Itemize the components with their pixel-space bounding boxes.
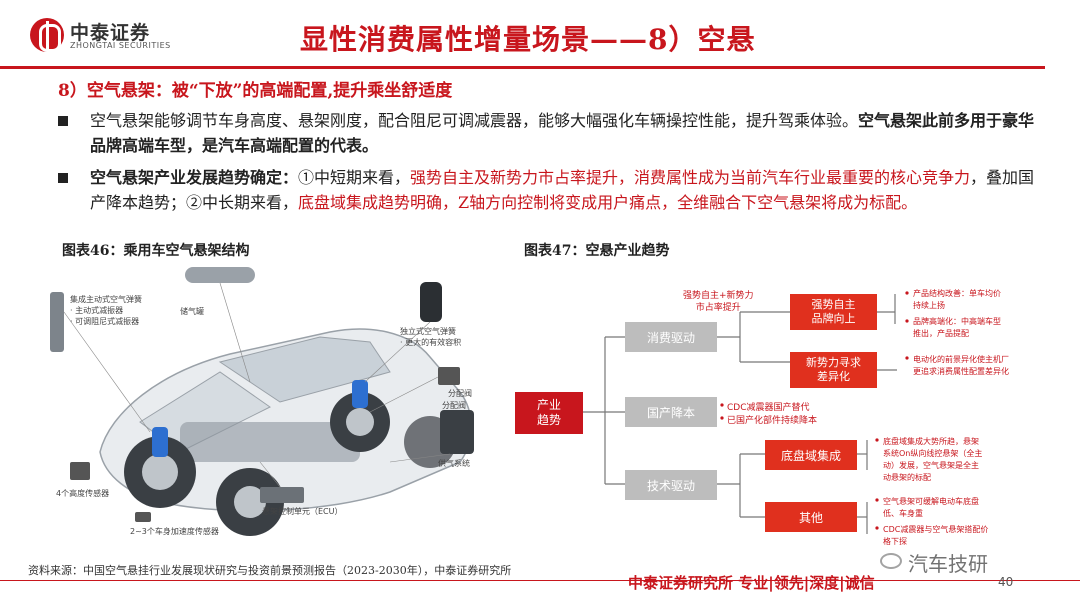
figure-46-caption: 图表46：乘用车空气悬架结构 xyxy=(62,243,250,259)
watermark-text: 汽车技研 xyxy=(908,552,988,576)
note-r3-c: 动）发展，空气悬架是全主 xyxy=(883,461,979,470)
car-label: 储气罐 xyxy=(180,307,204,316)
note-r3-b: 系统On纵向线控悬架（全主 xyxy=(883,449,983,458)
car-label: 独立式空气弹簧 xyxy=(400,327,456,336)
title-divider xyxy=(0,66,1045,69)
car-illustration-svg xyxy=(50,267,474,536)
page-title: 显性消费属性增量场景——8）空悬 xyxy=(300,23,756,56)
car-label: 2~3个车身加速度传感器 xyxy=(130,527,219,536)
logo-subtext: ZHONGTAI SECURITIES xyxy=(70,41,171,50)
note-r1-b: 持续上扬 xyxy=(913,301,945,310)
note-r4-d: 格下探 xyxy=(883,537,907,546)
bullet-2-red-b: 底盘域集成趋势明确，Z轴方向控制将变成用户痛点，全维融合下空气悬架将成为标配。 xyxy=(298,193,918,212)
bullet-1-bold: 空气悬架此前多用于豪华品牌高端车型，是汽车高端配置的代表。 xyxy=(90,111,1035,155)
note-mid2-b: 已国产化部件持续降本 xyxy=(727,416,818,426)
car-suspension-illustration: 集成主动式空气弹簧 · 主动式减振器 · 可调阻尼式减振器 储气罐 独立式空气弹… xyxy=(30,262,510,557)
section-headline: 8）空气悬架：被“下放”的高端配置,提升乘坐舒适度 xyxy=(58,81,453,101)
car-label: · 可调阻尼式减振器 xyxy=(70,317,140,326)
box-right4 xyxy=(765,502,857,532)
footer-divider xyxy=(0,580,1080,581)
right3-label: 底盘域集成 xyxy=(780,448,841,463)
bullet-2-text-b: ，叠加国产降本趋势；②中长期来看， xyxy=(90,168,1035,212)
note-r1-c: 品牌高端化：中高端车型 xyxy=(913,317,1001,326)
box-right1 xyxy=(790,294,877,330)
bullet-1: 空气悬架能够调节车身高度、悬架刚度，配合阻尼可调减震器，能够大幅强化车辆操控性能… xyxy=(58,108,1038,158)
right2-label: 新势力寻求 差异化 xyxy=(806,356,861,383)
source-note: 资料来源：中国空气悬挂行业发展现状研究与投资前景预测报告（2023-2030年）… xyxy=(28,564,512,577)
note-r4-b: 低、车身重 xyxy=(883,509,923,518)
note-r3-a: 底盘域集成大势所趋，悬架 xyxy=(883,437,979,446)
company-logo-icon xyxy=(30,18,64,52)
logo-text: 中泰证券 xyxy=(70,22,151,44)
bullet-2: 空气悬架产业发展趋势确定：①中短期来看，强势自主及新势力市占率提升，消费属性成为… xyxy=(58,165,1038,215)
car-label: 集成主动式空气弹簧 xyxy=(70,295,142,304)
note-r1-d: 推出，产品提配 xyxy=(913,329,969,338)
car-label: 供气系统 xyxy=(438,459,470,468)
bullet-2-bold: 空气悬架产业发展趋势确定： xyxy=(90,168,299,187)
box-mid3 xyxy=(625,470,717,500)
page-number: 40 xyxy=(998,575,1014,589)
footer-brand: 中泰证券研究所 专业|领先|深度|诚信 xyxy=(628,574,875,592)
car-label: 分配阀 xyxy=(448,389,472,398)
note-r2-b: 更追求消费属性配置差异化 xyxy=(913,367,1009,376)
car-label: 4个高度传感器 xyxy=(56,489,110,498)
bullet-square-icon xyxy=(58,173,68,183)
mid2-label: 国产降本 xyxy=(646,405,695,420)
mid1-label: 消费驱动 xyxy=(646,330,695,345)
car-label: · 更大的有效容积 xyxy=(400,338,462,347)
note-top: 强势自主+新势力 市占率提升 xyxy=(683,291,754,313)
bullet-2-text-a: ①中短期来看， xyxy=(298,168,411,187)
figure-47-caption: 图表47：空悬产业趋势 xyxy=(524,243,670,259)
root-label: 产业 趋势 xyxy=(536,398,561,427)
box-root xyxy=(515,392,583,434)
wechat-icon xyxy=(880,553,902,569)
right4-label: 其他 xyxy=(798,510,823,525)
box-right3 xyxy=(765,440,857,470)
note-r4-a: 空气悬架可缓解电动车底盘 xyxy=(883,497,979,506)
note-r3-d: 动悬架的标配 xyxy=(883,473,931,482)
mid3-label: 技术驱动 xyxy=(646,478,695,493)
trend-diagram-svg xyxy=(515,291,909,534)
car-label: 分配阀 xyxy=(442,401,466,410)
box-mid1 xyxy=(625,322,717,352)
right1-label: 强势自主 品牌向上 xyxy=(811,298,856,325)
note-mid2-a: CDC减震器国产替代 xyxy=(727,403,810,413)
note-r2-a: 电动化的前景异化使主机厂 xyxy=(913,355,1009,364)
bullet-2-red-a: 强势自主及新势力市占率提升，消费属性成为当前汽车行业最重要的核心竞争力 xyxy=(410,168,971,187)
note-r4-c: CDC减震器与空气悬架搭配价 xyxy=(883,525,989,534)
industry-trend-diagram: 产业 趋势 消费驱动 国产降本 技术驱动 强势自主 品牌向上 新势力寻求 差异化… xyxy=(515,262,1055,557)
bullet-1-text: 空气悬架能够调节车身高度、悬架刚度，配合阻尼可调减震器，能够大幅强化车辆操控性能… xyxy=(90,111,859,130)
car-label: · 主动式减振器 xyxy=(70,306,124,315)
note-r1-a: 产品结构改善：单车均价 xyxy=(913,289,1001,298)
bullet-square-icon xyxy=(58,116,68,126)
box-right2 xyxy=(790,352,877,388)
car-label: 悬架控制单元（ECU） xyxy=(262,507,343,516)
box-mid2 xyxy=(625,397,717,427)
